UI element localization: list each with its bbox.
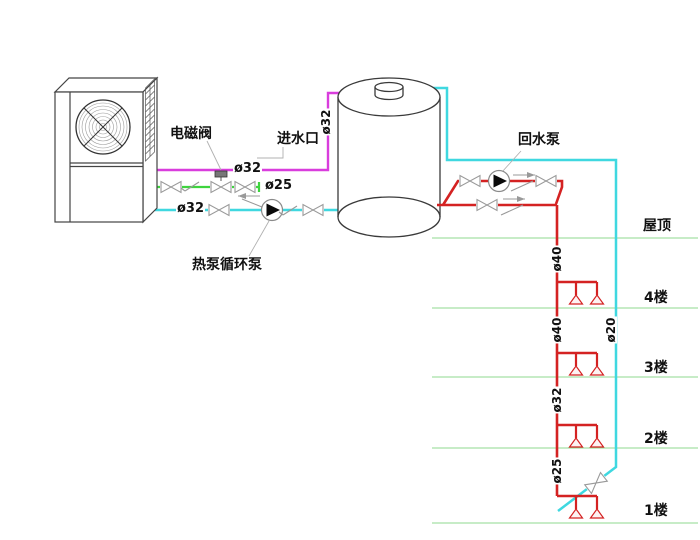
return-pipe-cyan bbox=[433, 86, 618, 512]
floor4-shower-branch bbox=[555, 280, 605, 306]
valve-icon bbox=[458, 173, 482, 189]
floor-label-4: 4楼 bbox=[644, 290, 668, 306]
pipe-size-riser-3f: ø32 bbox=[550, 386, 564, 414]
valve-icon bbox=[475, 197, 499, 213]
pipe-size-riser-roof: ø40 bbox=[550, 245, 564, 273]
valve-icon bbox=[534, 173, 558, 189]
flow-arrow-left-icon bbox=[238, 193, 263, 208]
pipe-size-inlet-riser: ø32 bbox=[319, 108, 333, 136]
circulation-pump-icon bbox=[260, 198, 284, 222]
valve-icon bbox=[159, 179, 183, 195]
pipe-size-riser-2f: ø25 bbox=[550, 457, 564, 485]
floor-label-1: 1楼 bbox=[644, 503, 668, 519]
water-inlet-label: 进水口 bbox=[277, 131, 319, 147]
valve-icon bbox=[233, 179, 257, 195]
floor-level-lines bbox=[432, 237, 698, 524]
floor-label-3: 3楼 bbox=[644, 360, 668, 376]
water-tank bbox=[337, 77, 441, 238]
pipe-size-solenoid: ø25 bbox=[264, 178, 294, 193]
leader-lines bbox=[206, 140, 522, 257]
floor2-shower-branch bbox=[555, 423, 605, 449]
floor-label-2: 2楼 bbox=[644, 431, 668, 447]
return-pump-icon bbox=[487, 169, 511, 193]
heat-pump-top-face bbox=[53, 77, 159, 93]
solenoid-valve-icon bbox=[209, 170, 233, 195]
pipe-size-return-riser: ø20 bbox=[604, 316, 618, 344]
heat-pump-unit bbox=[53, 76, 159, 224]
heat-pump-front-face bbox=[54, 91, 144, 223]
valve-icon bbox=[301, 202, 325, 218]
pipe-size-circulation: ø32 bbox=[176, 201, 206, 216]
solenoid-valve-label: 电磁阀 bbox=[170, 126, 212, 142]
circulation-pump-label: 热泵循环泵 bbox=[192, 257, 262, 273]
tank-cap bbox=[374, 81, 404, 101]
floor3-shower-branch bbox=[555, 351, 605, 377]
pipe-size-inlet-h: ø32 bbox=[233, 161, 263, 176]
return-pump-label: 回水泵 bbox=[518, 132, 560, 148]
valve-icon bbox=[207, 202, 231, 218]
fan-icon bbox=[75, 99, 131, 155]
hot-supply-piping bbox=[437, 179, 564, 496]
grille-icon bbox=[145, 78, 155, 162]
pipe-size-riser-4f: ø40 bbox=[550, 316, 564, 344]
floor-label-roof: 屋顶 bbox=[643, 218, 671, 234]
